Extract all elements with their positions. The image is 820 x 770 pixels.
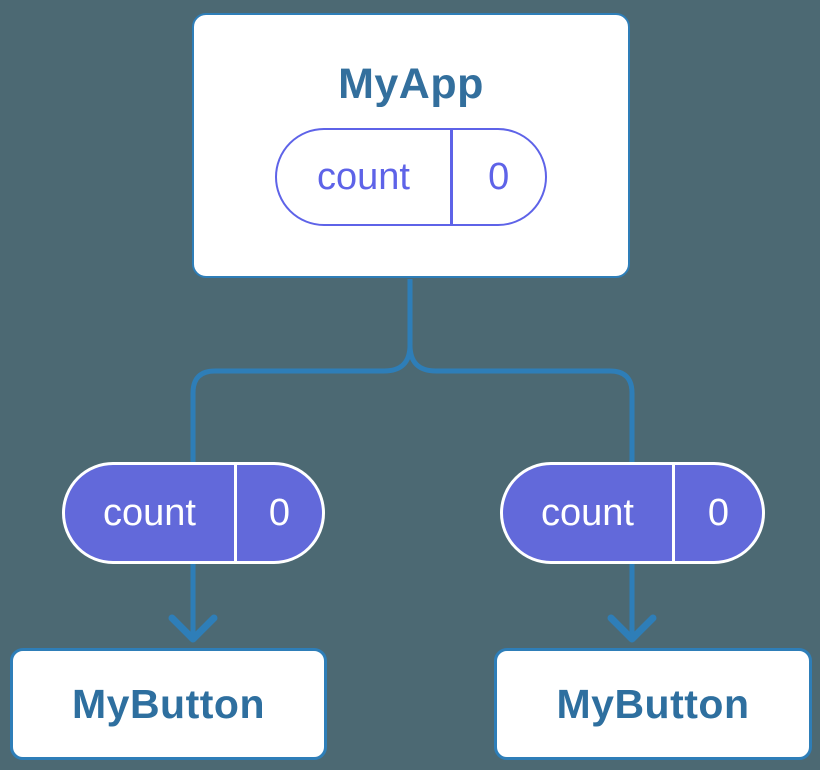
prop-pill-divider	[234, 465, 237, 561]
prop-pill-right: count 0	[500, 462, 765, 564]
state-pill-name: count	[317, 155, 410, 198]
prop-pill-left: count 0	[62, 462, 325, 564]
prop-pill-name: count	[103, 491, 196, 534]
node-mybutton-left: MyButton	[10, 648, 327, 760]
state-pill-value: 0	[488, 155, 510, 198]
prop-pill-divider	[672, 465, 675, 561]
arrow-down-icon	[168, 614, 218, 643]
node-myapp: MyApp count 0	[192, 13, 630, 278]
connector-branch-left	[190, 279, 413, 637]
node-mybutton-right: MyButton	[494, 648, 812, 760]
state-pill: count 0	[275, 128, 547, 227]
prop-pill-name: count	[541, 491, 634, 534]
prop-pill-value: 0	[268, 491, 291, 534]
state-pill-divider	[450, 130, 453, 225]
connector-branch-right	[407, 279, 635, 637]
node-myapp-title: MyApp	[338, 60, 484, 108]
node-mybutton-title: MyButton	[556, 680, 750, 727]
arrow-down-icon	[607, 614, 657, 643]
prop-pill-value: 0	[707, 491, 730, 534]
node-mybutton-title: MyButton	[71, 680, 265, 727]
